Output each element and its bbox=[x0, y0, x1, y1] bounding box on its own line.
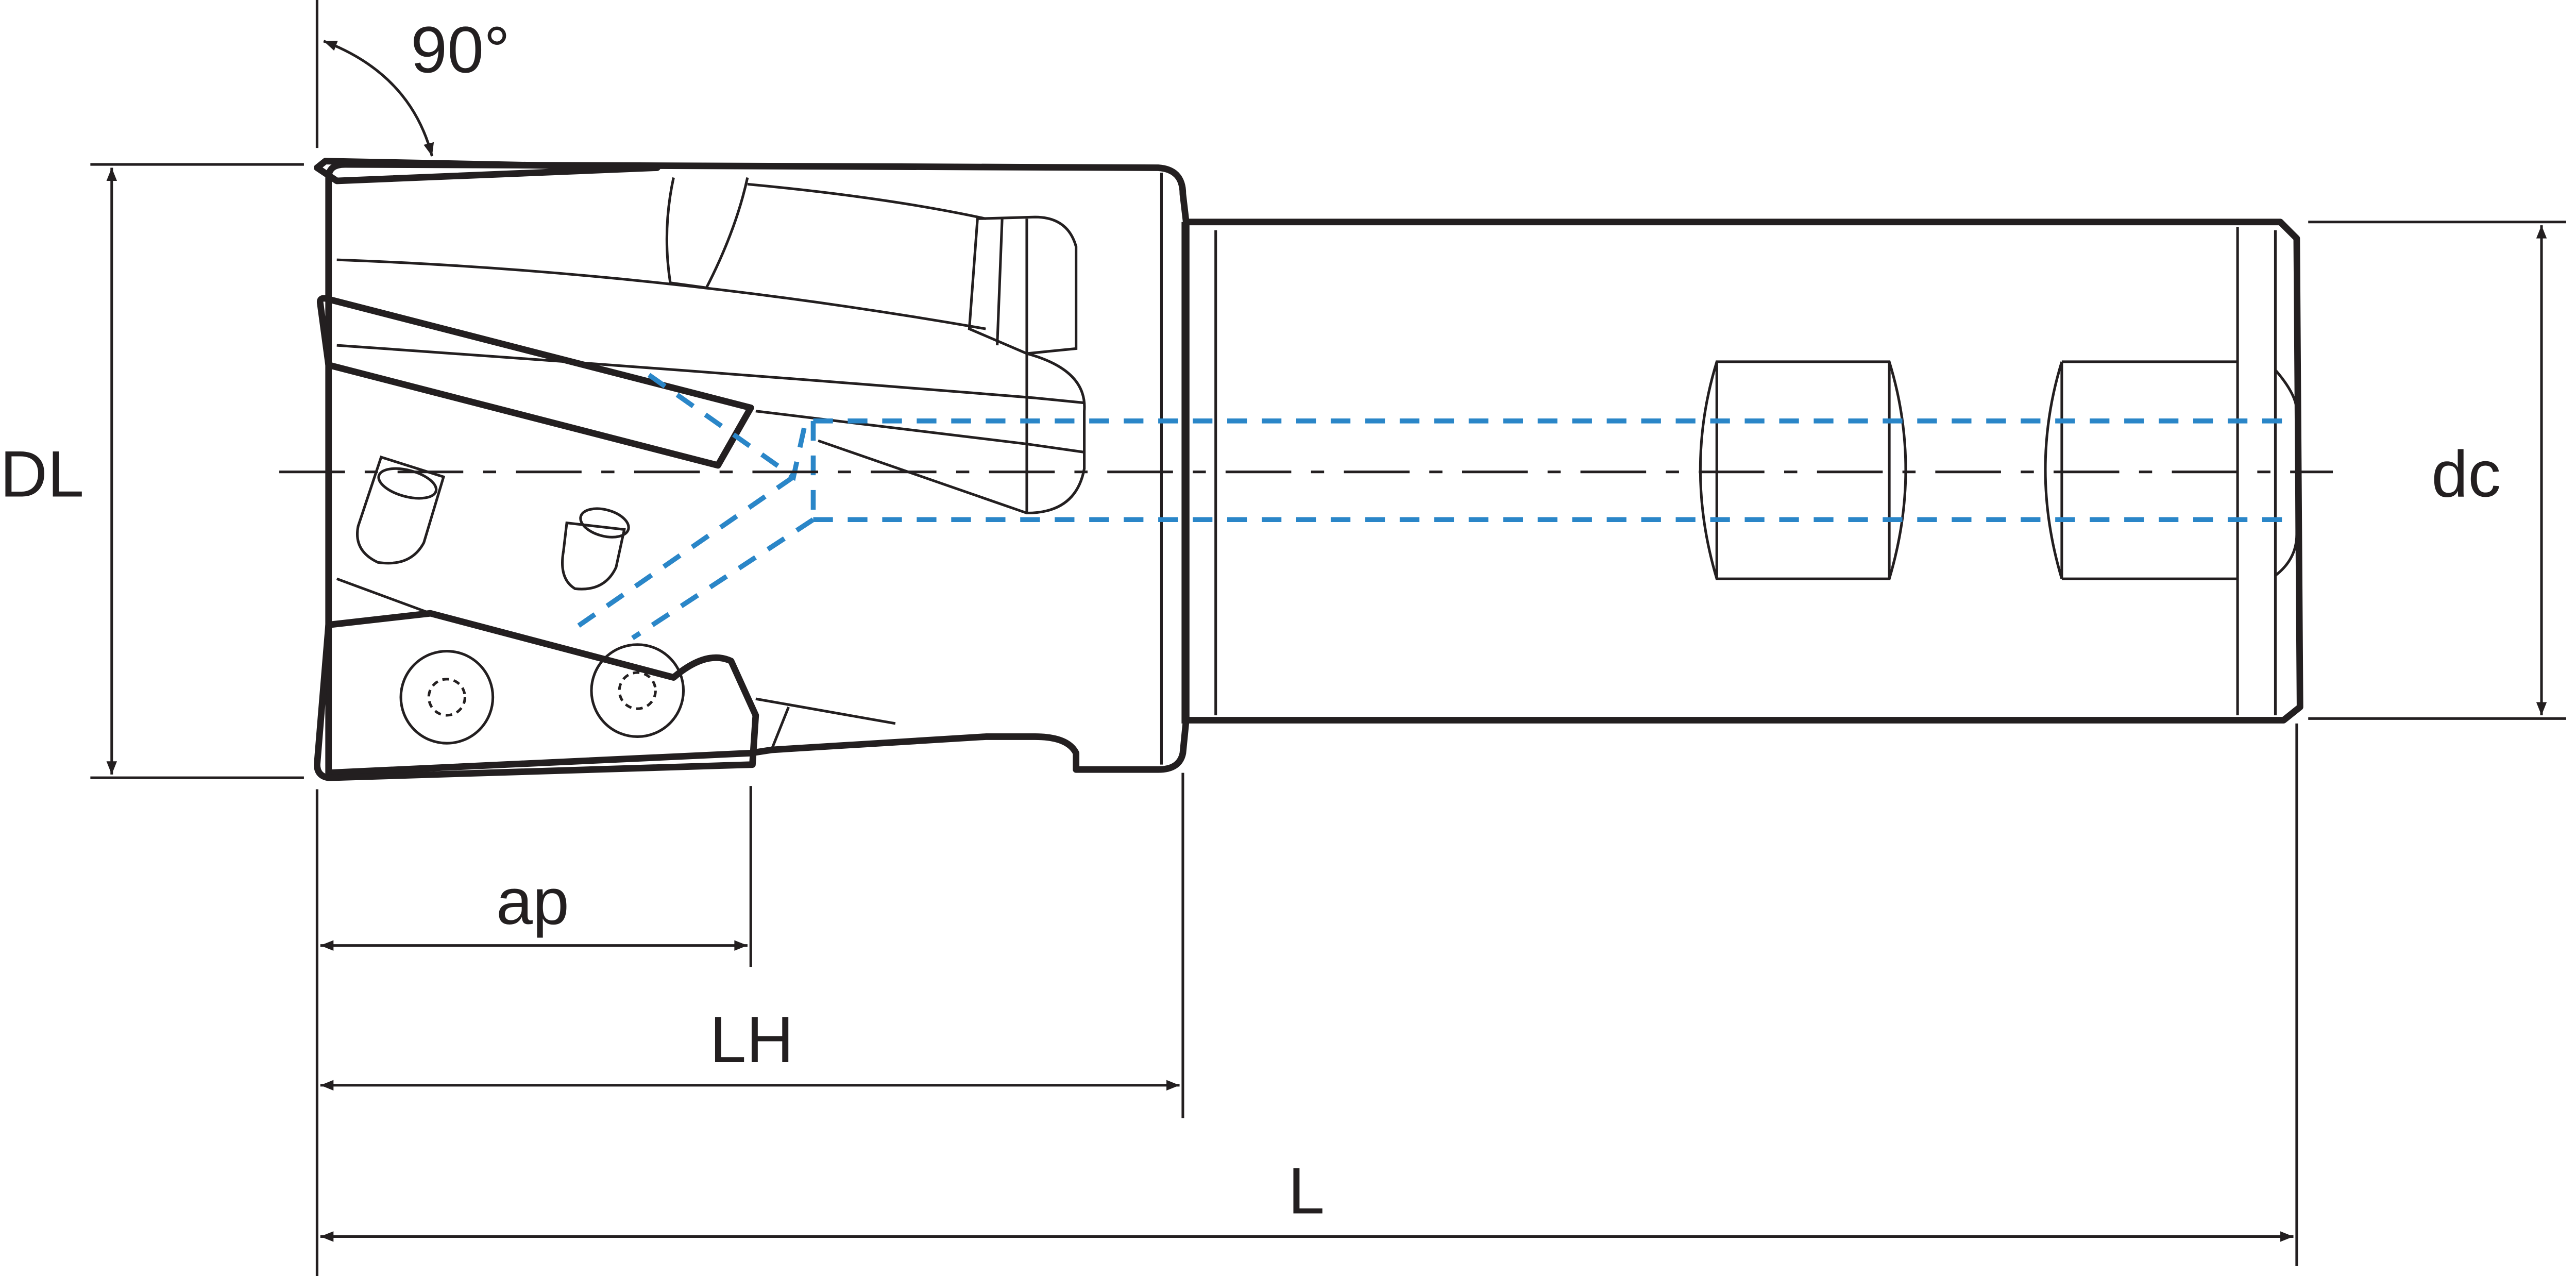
torx-screw-1 bbox=[399, 649, 495, 745]
extension-lines bbox=[90, 0, 2566, 1276]
torx-screw-2 bbox=[590, 643, 685, 738]
shank bbox=[1182, 219, 2303, 724]
coolant-channels bbox=[573, 373, 2292, 641]
label-dc: dc bbox=[2431, 438, 2501, 511]
head-details bbox=[336, 173, 2298, 765]
label-angle: 90° bbox=[411, 13, 510, 87]
label-LH: LH bbox=[710, 1003, 794, 1077]
insert-upper bbox=[317, 295, 754, 469]
label-DL: DL bbox=[0, 438, 84, 511]
insert-lower bbox=[314, 610, 759, 781]
label-ap: ap bbox=[496, 865, 569, 938]
top-insert-edge bbox=[314, 158, 660, 184]
label-L: L bbox=[1288, 1155, 1325, 1228]
dim-angle bbox=[323, 40, 434, 157]
